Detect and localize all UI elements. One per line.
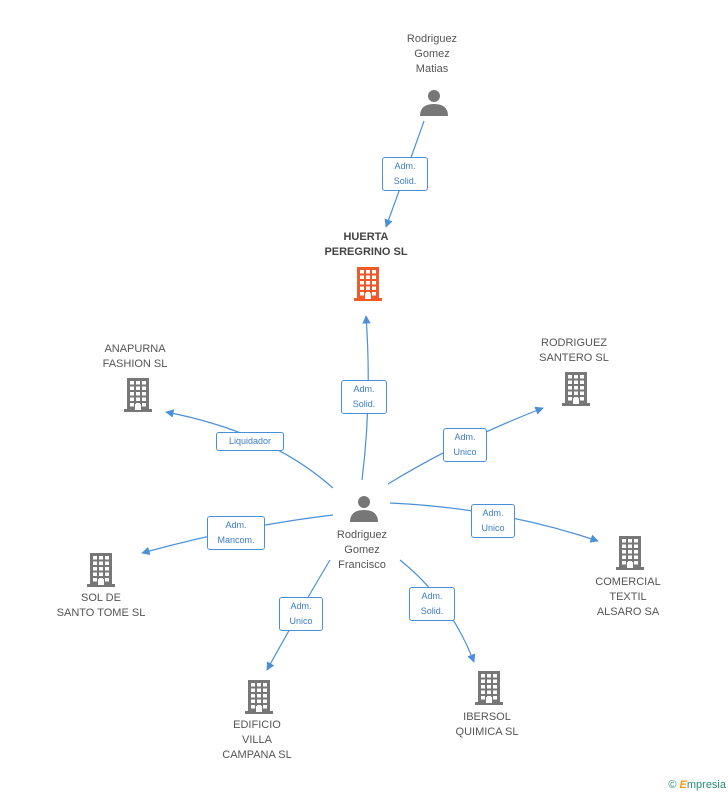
edge-label-francisco-edificio: Adm. Unico	[279, 597, 323, 631]
building-icon[interactable]	[562, 372, 590, 406]
node-label-francisco[interactable]: Rodriguez Gomez Francisco	[336, 529, 388, 571]
copyright-symbol: ©	[668, 779, 677, 791]
node-label-anapurna[interactable]: ANAPURNA FASHION SL	[102, 343, 168, 370]
edge-label-francisco-santero: Adm. Unico	[443, 428, 487, 462]
node-label-matias[interactable]: Rodriguez Gomez Matias	[406, 33, 458, 75]
node-label-edificio[interactable]: EDIFICIO VILLA CAMPANA SL	[222, 719, 292, 761]
building-icon[interactable]	[354, 267, 382, 301]
node-label-ibersol[interactable]: IBERSOL QUIMICA SL	[455, 711, 519, 738]
footer-brand: © Empresia	[668, 779, 726, 791]
brand-initial: E	[679, 779, 687, 791]
building-icon[interactable]	[475, 671, 503, 705]
node-label-comercial[interactable]: COMERCIAL TEXTIL ALSARO SA	[595, 576, 661, 618]
edge-label-matias-huerta: Adm. Solid.	[382, 157, 428, 191]
building-icon[interactable]	[87, 553, 115, 587]
node-label-sol[interactable]: SOL DE SANTO TOME SL	[56, 592, 146, 619]
edge-label-francisco-ibersol: Adm. Solid.	[409, 587, 455, 621]
building-icon[interactable]	[124, 378, 152, 412]
node-label-santero[interactable]: RODRIGUEZ SANTERO SL	[539, 337, 609, 364]
person-icon[interactable]	[420, 90, 448, 116]
person-icon[interactable]	[350, 496, 378, 522]
edge-label-francisco-anapurna: Liquidador	[216, 432, 284, 451]
building-icon[interactable]	[616, 536, 644, 570]
brand-name: mpresia	[686, 779, 726, 791]
edge-label-francisco-huerta: Adm. Solid.	[341, 380, 387, 414]
edge-label-francisco-comercial: Adm. Unico	[471, 504, 515, 538]
node-label-huerta[interactable]: HUERTA PEREGRINO SL	[324, 231, 408, 258]
building-icon[interactable]	[245, 680, 273, 714]
edge-label-francisco-sol: Adm. Mancom.	[207, 516, 265, 550]
